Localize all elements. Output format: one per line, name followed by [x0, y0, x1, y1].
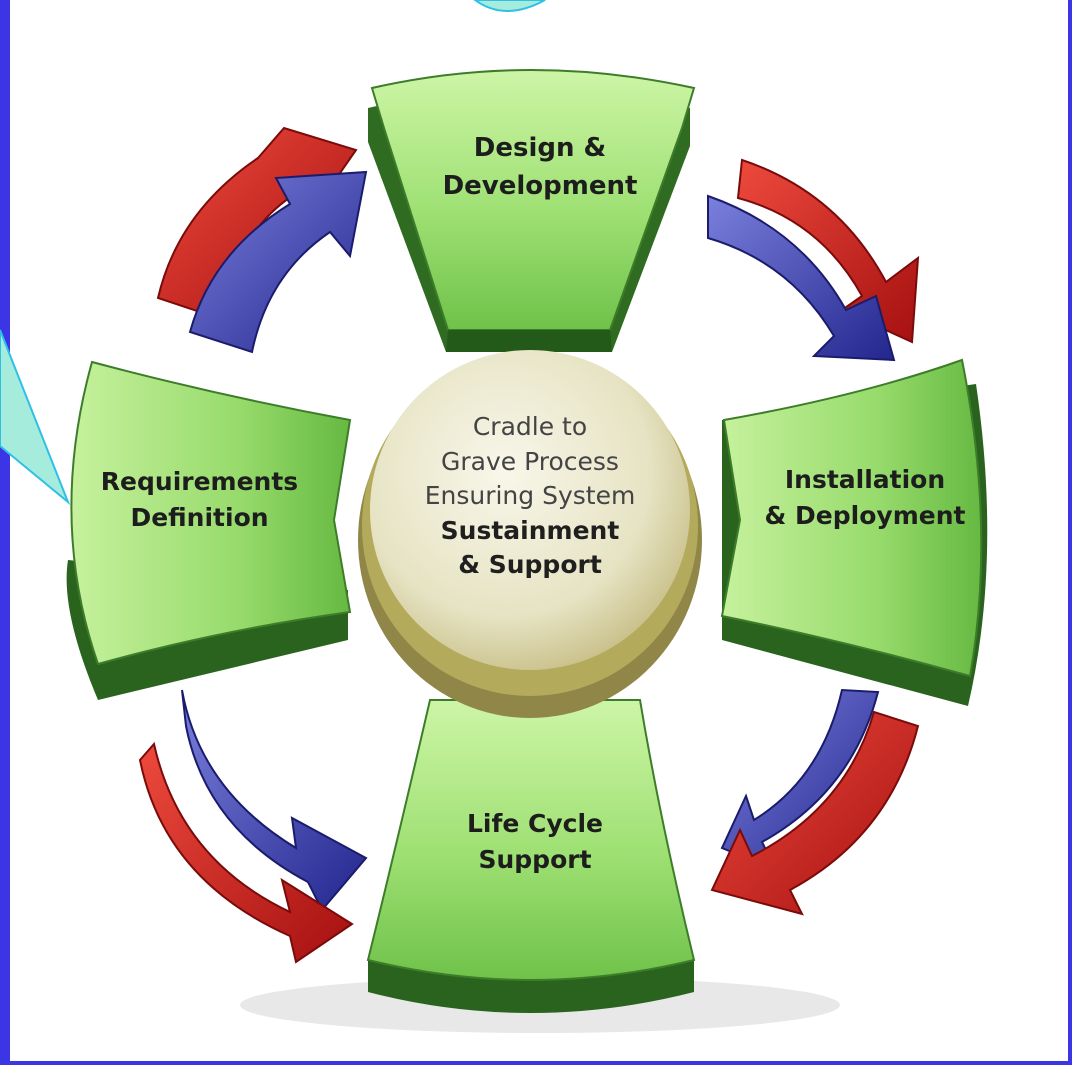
segment-label-requirements: Requirements Definition	[72, 464, 327, 537]
center-label-line: Ensuring System	[424, 481, 636, 510]
center-label-line: Grave Process	[441, 446, 619, 476]
segment-label-installation: Installation & Deployment	[745, 462, 985, 535]
segment-requirements	[66, 360, 352, 700]
curved-arrow-blue-icon	[181, 689, 368, 912]
curved-arrow-blue-icon	[188, 170, 368, 354]
center-hub	[358, 350, 702, 718]
curved-arrow-red-icon	[138, 741, 354, 964]
segment-label-line: Design &	[473, 133, 607, 163]
segment-design	[368, 69, 696, 352]
segment-label-line: Life Cycle	[466, 809, 604, 838]
center-label: Cradle to Grave Process Ensuring System …	[380, 410, 680, 583]
segment-label-line: Requirements	[100, 467, 299, 496]
curved-arrow-blue-icon	[707, 194, 896, 362]
segment-label-line: Development	[442, 170, 638, 201]
segment-label-line: Installation	[784, 465, 946, 494]
center-label-line: & Support	[458, 550, 602, 579]
segment-label-line: Definition	[130, 503, 269, 533]
segment-label-lifecycle: Life Cycle Support	[405, 806, 665, 879]
callout-pointer-icon	[0, 0, 546, 506]
curved-arrow-red-icon	[710, 710, 920, 916]
segment-installation	[720, 358, 988, 706]
segment-lifecycle	[366, 699, 696, 1013]
segment-label-design: Design & Development	[380, 130, 700, 205]
segment-label-line: Support	[478, 845, 592, 875]
center-label-line: Sustainment	[440, 515, 620, 545]
center-label-line: Cradle to	[472, 412, 588, 441]
segment-label-line: & Deployment	[764, 501, 966, 531]
